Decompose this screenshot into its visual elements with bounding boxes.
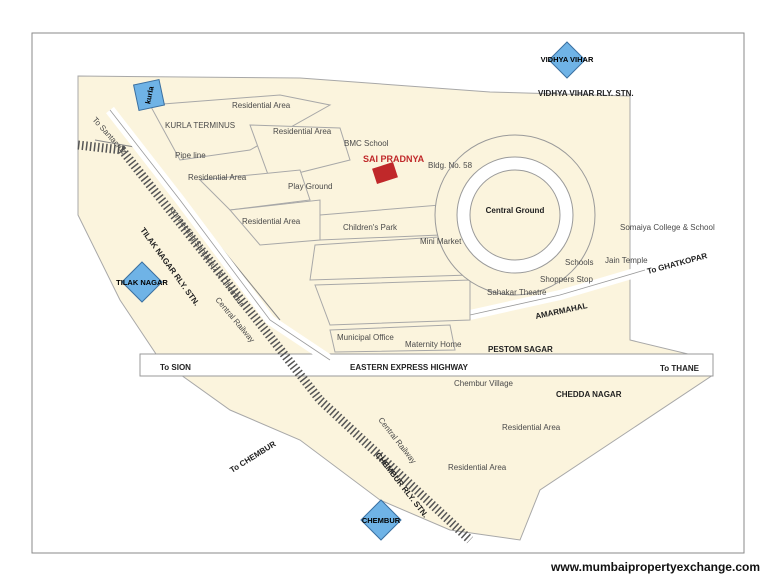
maternity-home-label: Maternity Home [405,340,462,349]
kurla-station-label: kurla [143,85,156,105]
residential-block-3 [198,169,311,211]
schools-label: Schools [565,258,593,267]
vidhya-vihar-station-icon [548,41,586,79]
eastern-express-highway-label: EASTERN EXPRESS HIGHWAY [350,363,469,372]
play-ground-label: Play Ground [288,182,332,191]
kurla-station-icon [132,78,166,112]
sai-pradnya-label: SAI PRADNYA [363,154,425,164]
vidhya-vihar-station-label: VIDHYA VIHAR [541,55,594,64]
vidhya-vihar-rly-label: VIDHYA VIHAR RLY. STN. [538,89,634,98]
map-frame [31,32,745,554]
somaiya-label: Somaiya College & School [620,223,715,232]
to-thane-label: To THANE [660,364,700,373]
tilak-nagar-station-label: TILAK NAGAR [116,278,168,287]
residential-area-label-1: Residential Area [232,101,291,110]
pipe-line-label: Pipe line [175,151,206,160]
plot-no-label: Bldg. No. 58 [428,161,473,170]
chembur-station-label: CHEMBUR [362,516,401,525]
bmc-school-label: BMC School [344,139,389,148]
chembur-village-label: Chembur Village [454,379,514,388]
residential-area-label-4: Residential Area [242,217,301,226]
to-ghatkopar-label: To GHATKOPAR [646,251,708,276]
municipal-block [329,324,456,353]
sai-pradnya-marker [372,161,398,185]
shoppers-stop-label: Shoppers Stop [540,275,593,284]
kurla-terminus-label: KURLA TERMINUS [165,121,235,130]
jain-temple-label: Jain Temple [605,256,648,265]
block-south [314,279,471,326]
pestom-sagar-label: PESTOM SAGAR [488,345,553,354]
to-sion-label: To SION [160,363,191,372]
residential-area-label-3: Residential Area [188,173,247,182]
chembur-station-icon [360,499,402,541]
central-ground-circle [469,169,561,261]
municipal-office-label: Municipal Office [337,333,394,342]
central-ground-label: Central Ground [486,206,545,215]
sahakar-theatre-label: Sahakar Theatre [487,288,547,297]
residential-area-label-6: Residential Area [448,463,507,472]
footer-url: www.mumbaipropertyexchange.com [551,560,760,574]
residential-area-label-5: Residential Area [502,423,561,432]
residential-area-label-2: Residential Area [273,127,332,136]
residential-block-2 [249,124,351,181]
childrens-park-label: Children's Park [343,223,398,232]
chedda-nagar-label: CHEDDA NAGAR [556,390,622,399]
tilak-nagar-station-icon [121,261,163,303]
to-chembur-label: To CHEMBUR [228,439,277,474]
mini-market-label: Mini Market [420,237,462,246]
